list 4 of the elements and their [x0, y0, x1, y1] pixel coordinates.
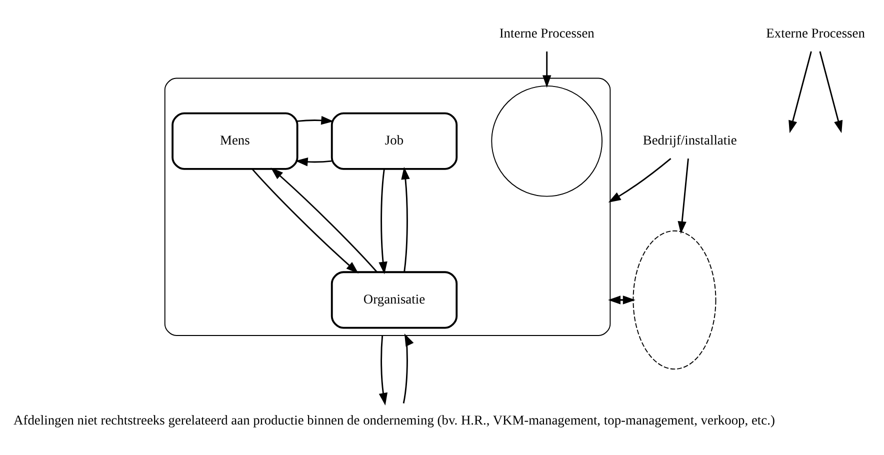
node-text: Interne Processen [499, 26, 594, 41]
node-text: Bedrijf/installatie [642, 132, 737, 148]
node-text: Externe Processen [766, 26, 865, 41]
node-text: Afdelingen niet rechtstreeks gerelateerd aan productie binnen de onderneming (bv. H.R., VKM-management, top-management, verkoop, etc.) [14, 412, 775, 428]
